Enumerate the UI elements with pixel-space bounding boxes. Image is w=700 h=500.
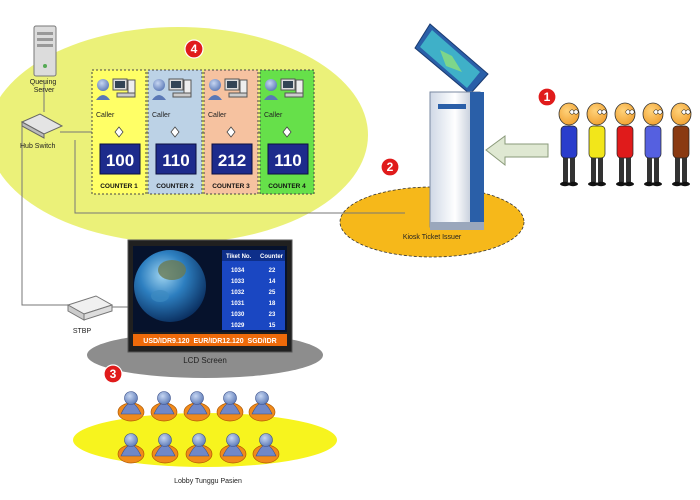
server-label-line1: Queuing: [30, 79, 57, 86]
connector-nodes: [114, 126, 292, 138]
lcd-header-ticket: Tiket No.: [226, 254, 252, 260]
lcd-counter-no: 18: [269, 301, 276, 307]
caller-label: Caller: [264, 112, 283, 119]
counter-number: 110: [162, 151, 189, 170]
caller-label: Caller: [152, 112, 171, 119]
stbp-label: STBP: [73, 328, 92, 335]
counter-display: [155, 143, 197, 175]
queue-people: [558, 102, 692, 187]
caller-pc-icon: [208, 78, 248, 100]
waiting-patient-icon: [151, 433, 179, 464]
stbp-icon: [66, 295, 114, 321]
counter-name: COUNTER 1: [100, 183, 138, 190]
lcd-counter-no: 14: [269, 279, 276, 285]
caller-pc-icon: [96, 78, 136, 100]
person-icon: [670, 102, 692, 187]
hub-switch-icon: [20, 113, 64, 139]
lcd-screen: [127, 239, 293, 353]
person-icon: [586, 102, 608, 187]
counter-displays: [99, 143, 309, 175]
badge-3: [103, 364, 123, 384]
caller-label: Caller: [208, 112, 227, 119]
server-label-line2: Server: [34, 87, 55, 94]
badge-3-label: 3: [110, 367, 117, 381]
badge-2: [380, 157, 400, 177]
lcd-header-counter: Counter: [260, 254, 284, 260]
lcd-label: LCD Screen: [183, 356, 227, 365]
lcd-counter-no: 25: [269, 290, 276, 296]
badge-2-label: 2: [387, 160, 394, 174]
waiting-patient-icon: [117, 433, 145, 464]
lcd-ticker: USD/IDR9.120 EUR/IDR12.120 SGD/IDR: [143, 338, 276, 345]
server-label: Queuing Server: [30, 79, 58, 94]
queuing-server-icon: [33, 25, 57, 77]
badge-4-label: 4: [191, 42, 198, 56]
counter-number: 100: [106, 151, 134, 170]
counter-name: COUNTER 3: [212, 183, 250, 190]
arrow-icon: [485, 135, 549, 167]
lcd-table-rows: 1034 22 1033 14 1032 25 1031 18 1030 23 1029 15: [231, 268, 276, 329]
counter-number: 110: [274, 151, 301, 170]
lcd-ticket-no: 1033: [231, 279, 245, 285]
lcd-ticket-no: 1034: [231, 268, 245, 274]
lcd-ticket-no: 1030: [231, 312, 245, 318]
waiting-patient-icon: [216, 391, 244, 422]
lcd-ticket-no: 1032: [231, 290, 245, 296]
waiting-patient-icon: [185, 433, 213, 464]
lcd-counter-no: 22: [269, 268, 276, 274]
caller-pc-icon: [264, 78, 304, 100]
person-icon: [642, 102, 664, 187]
waiting-patient-icon: [252, 433, 280, 464]
lobby-people: [117, 391, 280, 464]
waiting-patient-icon: [219, 433, 247, 464]
waiting-patient-icon: [117, 391, 145, 422]
waiting-patient-icon: [183, 391, 211, 422]
kiosk-icon: [414, 23, 489, 230]
lobby-label: Lobby Tunggu Pasien: [174, 478, 242, 485]
lcd-ticket-no: 1029: [231, 323, 245, 329]
badge-1-label: 1: [544, 90, 551, 104]
counter-display: [211, 143, 253, 175]
badge-4: [184, 39, 204, 59]
lcd-ticket-no: 1031: [231, 301, 245, 307]
caller-pc-icons: [96, 78, 304, 100]
waiting-patient-icon: [248, 391, 276, 422]
waiting-patient-icon: [150, 391, 178, 422]
counter-name: COUNTER 4: [268, 183, 306, 190]
lcd-counter-no: 15: [269, 323, 276, 329]
counter-name: COUNTER 2: [156, 183, 194, 190]
lcd-counter-no: 23: [269, 312, 276, 318]
person-icon: [614, 102, 636, 187]
counter-display: [99, 143, 141, 175]
step-badges: [103, 39, 557, 384]
hub-switch-label: Hub Switch: [20, 143, 56, 150]
counter-display: [267, 143, 309, 175]
kiosk-label: Kiosk Ticket Issuer: [403, 234, 462, 241]
caller-pc-icon: [152, 78, 192, 100]
counter-number: 212: [218, 151, 246, 170]
person-icon: [558, 102, 580, 187]
caller-label: Caller: [96, 112, 115, 119]
badge-1: [537, 87, 557, 107]
